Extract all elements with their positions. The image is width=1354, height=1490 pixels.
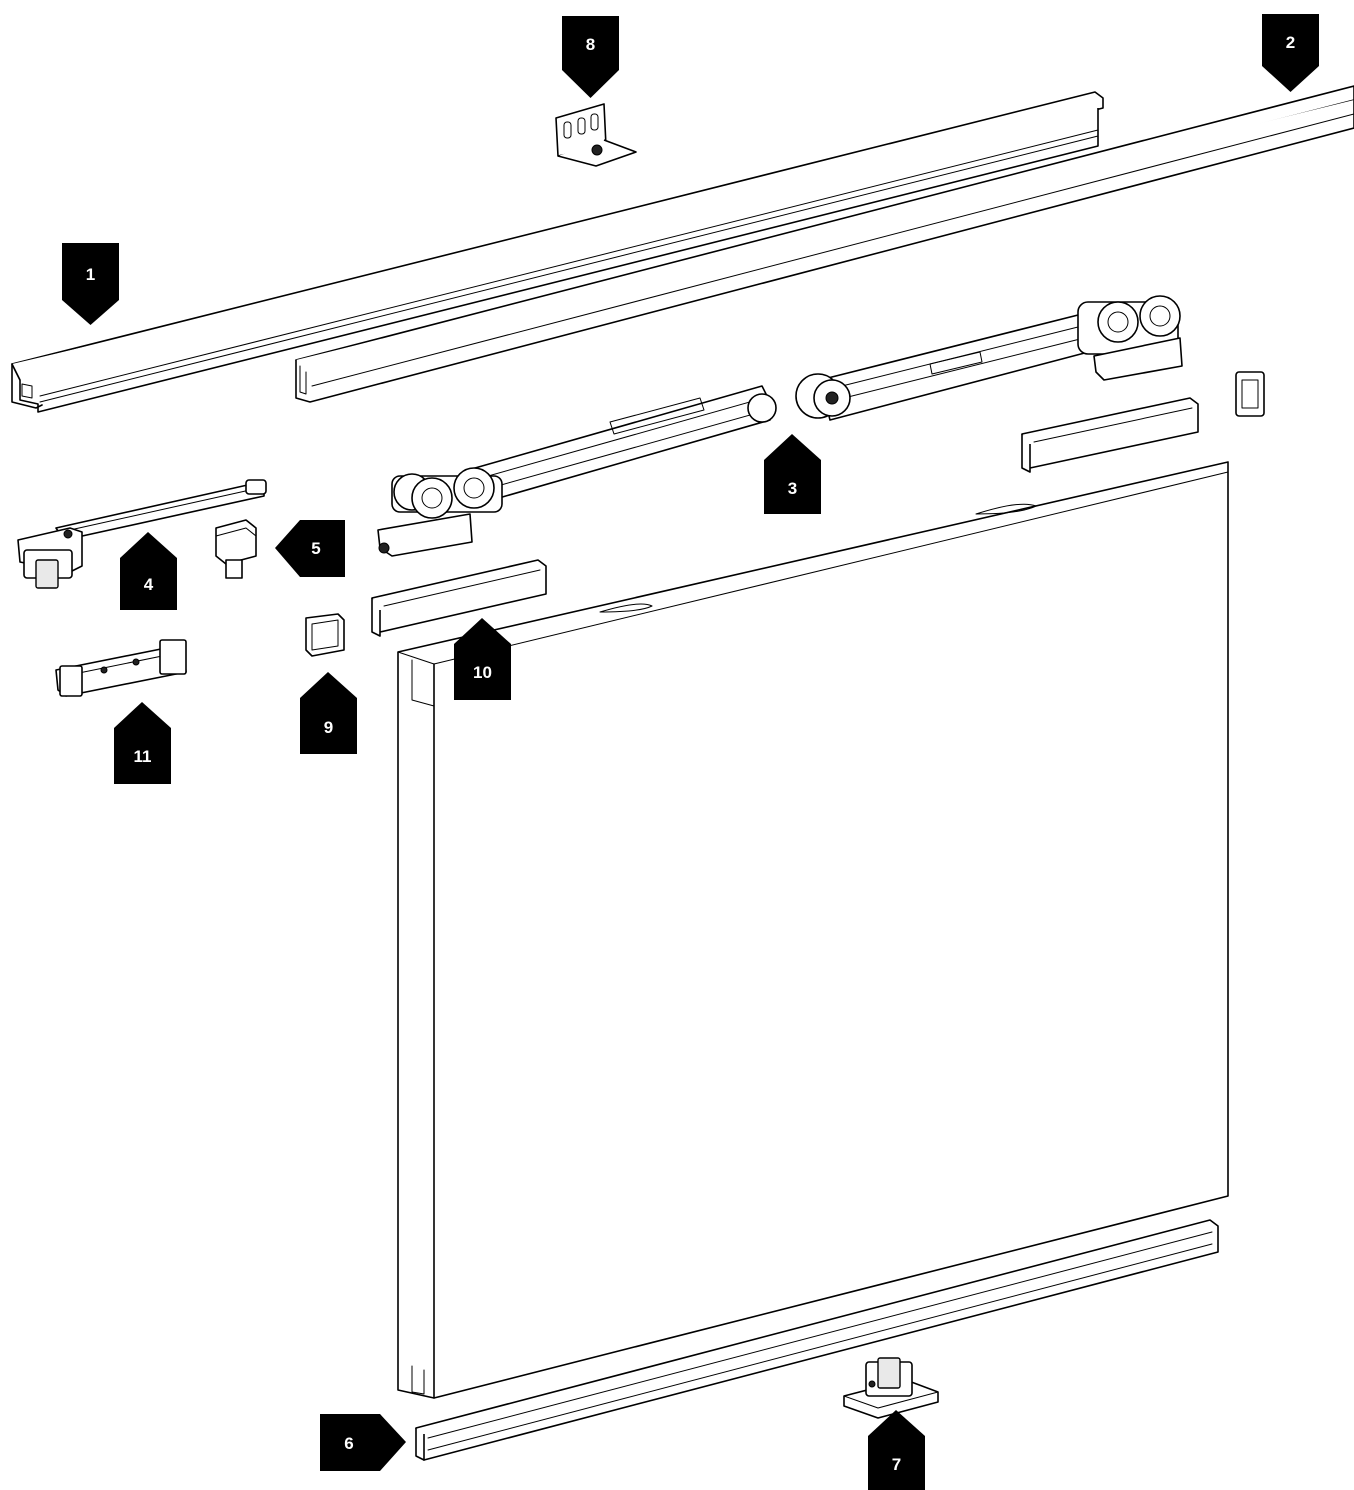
guide-clip bbox=[215, 519, 257, 579]
trolley-left bbox=[377, 385, 777, 557]
callout-11-label: 11 bbox=[134, 747, 152, 766]
callout-7: 7 bbox=[868, 1410, 925, 1490]
door-channel-left bbox=[371, 559, 547, 637]
callout-5-label: 5 bbox=[311, 539, 320, 558]
callout-10: 10 bbox=[454, 618, 511, 700]
callout-6-label: 6 bbox=[344, 1434, 353, 1453]
callout-9-label: 9 bbox=[324, 718, 333, 737]
bottom-guide-rail bbox=[415, 1219, 1219, 1461]
callout-1: 1 bbox=[62, 243, 119, 325]
callout-6: 6 bbox=[320, 1414, 406, 1471]
callout-7-label: 7 bbox=[892, 1455, 901, 1474]
callout-8-label: 8 bbox=[586, 35, 595, 54]
floor-guide bbox=[843, 1357, 939, 1419]
callout-10-label: 10 bbox=[473, 663, 492, 682]
callout-2: 2 bbox=[1262, 14, 1319, 92]
callout-4: 4 bbox=[120, 532, 177, 610]
end-cap bbox=[305, 613, 345, 657]
callout-4-label: 4 bbox=[144, 575, 154, 594]
small-end-bracket bbox=[1235, 371, 1265, 417]
callout-5: 5 bbox=[275, 520, 345, 577]
long-top-rail bbox=[295, 85, 1354, 403]
trolley-right bbox=[795, 295, 1183, 421]
wall-bracket bbox=[555, 103, 637, 167]
track-stopper bbox=[17, 479, 267, 589]
callout-9: 9 bbox=[300, 672, 357, 754]
callout-8: 8 bbox=[562, 16, 619, 98]
sliding-door-panel bbox=[397, 461, 1229, 1399]
connector-plate bbox=[55, 639, 187, 697]
callout-3-label: 3 bbox=[788, 479, 797, 498]
callout-1-label: 1 bbox=[86, 265, 95, 284]
callout-3: 3 bbox=[764, 434, 821, 514]
door-channel-right bbox=[1021, 397, 1199, 473]
callout-2-label: 2 bbox=[1286, 33, 1295, 52]
callout-11: 11 bbox=[114, 702, 171, 784]
upper-track-rail bbox=[11, 91, 1104, 413]
